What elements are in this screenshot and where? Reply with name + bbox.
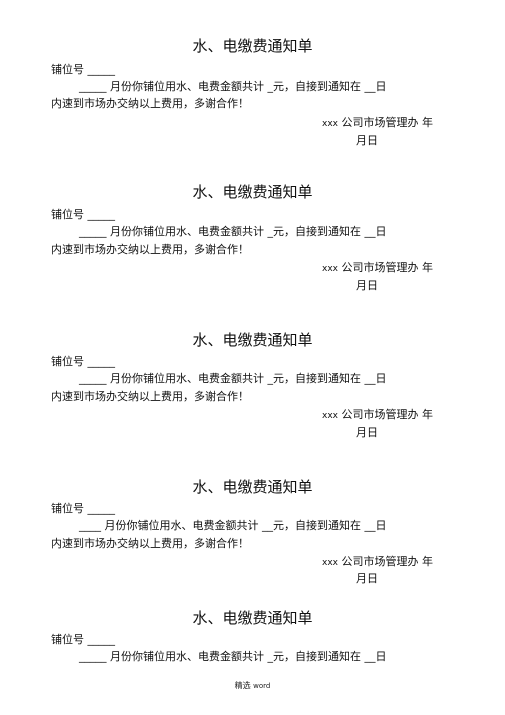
notice-body-line-1: _____ 月份你铺位用水、电费金额共计 _元，自接到通知在 __日 [79, 650, 387, 663]
signature-prefix: xxx [322, 558, 338, 568]
stall-number-field: 铺位号 _____ [51, 502, 115, 515]
notice-title: 水、电缴费通知单 [192, 183, 313, 201]
page-footer: 精选 word [0, 681, 505, 691]
notice-title: 水、电缴费通知单 [192, 331, 313, 349]
signature-line: xxx 公司市场管理办 年 [322, 555, 433, 570]
notice-title: 水、电缴费通知单 [192, 609, 313, 627]
notice-title: 水、电缴费通知单 [192, 478, 313, 496]
signature-line: xxx 公司市场管理办 年 [322, 261, 433, 276]
stall-number-field: 铺位号 _____ [51, 208, 115, 221]
notice-body-line-1: _____ 月份你铺位用水、电费金额共计 _元，自接到通知在 __日 [79, 372, 387, 385]
date-line: 月日 [356, 572, 378, 585]
notice-body-line-2: 内速到市场办交纳以上费用，多谢合作！ [51, 390, 249, 403]
date-line: 月日 [356, 134, 378, 147]
signature-text: 公司市场管理办 年 [337, 261, 433, 274]
notice-body-line-2: 内速到市场办交纳以上费用，多谢合作！ [51, 243, 249, 256]
footer-label: 精选 [234, 681, 251, 690]
signature-prefix: xxx [322, 411, 338, 421]
footer-suffix: word [253, 682, 271, 690]
signature-line: xxx 公司市场管理办 年 [322, 408, 433, 423]
stall-number-field: 铺位号 _____ [51, 633, 115, 646]
notice-body-line-2: 内速到市场办交纳以上费用，多谢合作！ [51, 537, 249, 550]
signature-text: 公司市场管理办 年 [337, 116, 433, 129]
stall-number-field: 铺位号 _____ [51, 63, 115, 76]
date-line: 月日 [356, 426, 378, 439]
date-line: 月日 [356, 279, 378, 292]
stall-number-field: 铺位号 _____ [51, 355, 115, 368]
signature-line: xxx 公司市场管理办 年 [322, 116, 433, 131]
signature-text: 公司市场管理办 年 [337, 408, 433, 421]
notice-body-line-1: _____ 月份你铺位用水、电费金额共计 _元，自接到通知在 __日 [79, 225, 387, 238]
notice-title: 水、电缴费通知单 [192, 37, 313, 55]
notice-body-line-1: _____ 月份你铺位用水、电费金额共计 _元，自接到通知在 __日 [79, 80, 387, 93]
notice-body-line-1: ____ 月份你铺位用水、电费金额共计 __元，自接到通知在 __日 [79, 519, 387, 532]
signature-prefix: xxx [322, 264, 338, 274]
notice-body-line-2: 内速到市场办交纳以上费用，多谢合作！ [51, 97, 249, 110]
signature-text: 公司市场管理办 年 [337, 555, 433, 568]
signature-prefix: xxx [322, 119, 338, 129]
